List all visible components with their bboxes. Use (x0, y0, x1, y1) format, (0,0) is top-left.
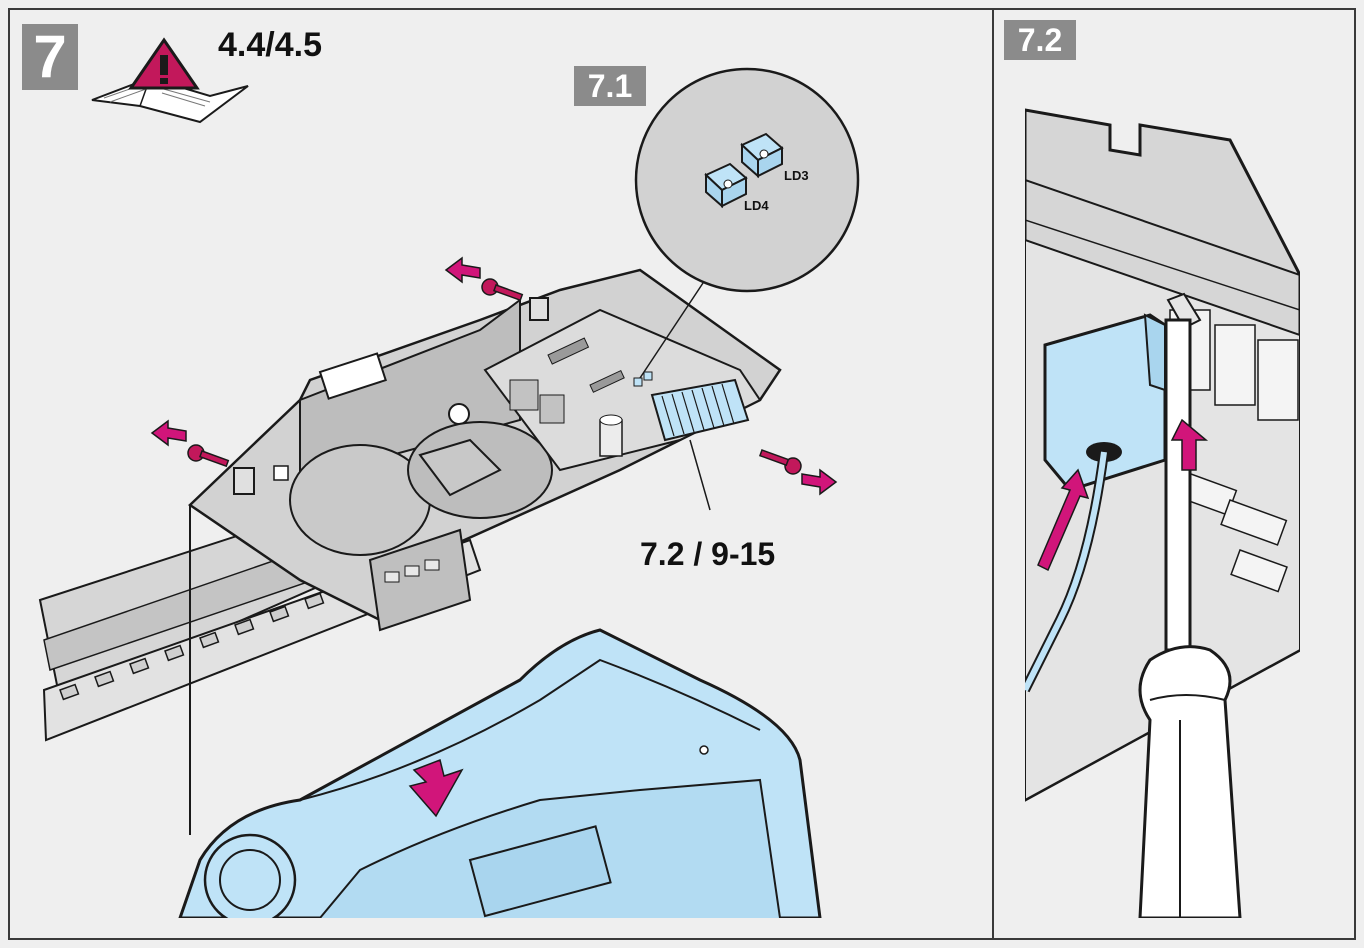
zoom-detail-7-1 (634, 67, 860, 293)
screwdriver-icon (1138, 292, 1242, 918)
opener-cover (178, 628, 822, 918)
screw-icon (187, 278, 802, 475)
arrow-icon (1037, 468, 1090, 572)
detail-badge-7-1: 7.1 (574, 66, 646, 106)
jumper-label-ld4: LD4 (744, 198, 769, 213)
terminal-detail-7-2 (1025, 108, 1300, 918)
zoom-leader-line (639, 279, 706, 379)
arrow-icon (1170, 418, 1209, 471)
warning-triangle-icon (128, 37, 200, 90)
jumper-label-ld3: LD3 (784, 168, 809, 183)
mounting-plate (188, 268, 782, 632)
arrow-icon (408, 758, 464, 818)
terminal-callout: 7.2 / 9-15 (640, 536, 776, 572)
callout-leader-line (689, 439, 711, 511)
step-number-badge: 7 (22, 24, 78, 90)
section-reference: 4.4/4.5 (218, 26, 322, 64)
panel-divider (992, 8, 994, 940)
arrow-icon (150, 256, 838, 496)
detail-badge-7-2: 7.2 (1004, 20, 1076, 60)
